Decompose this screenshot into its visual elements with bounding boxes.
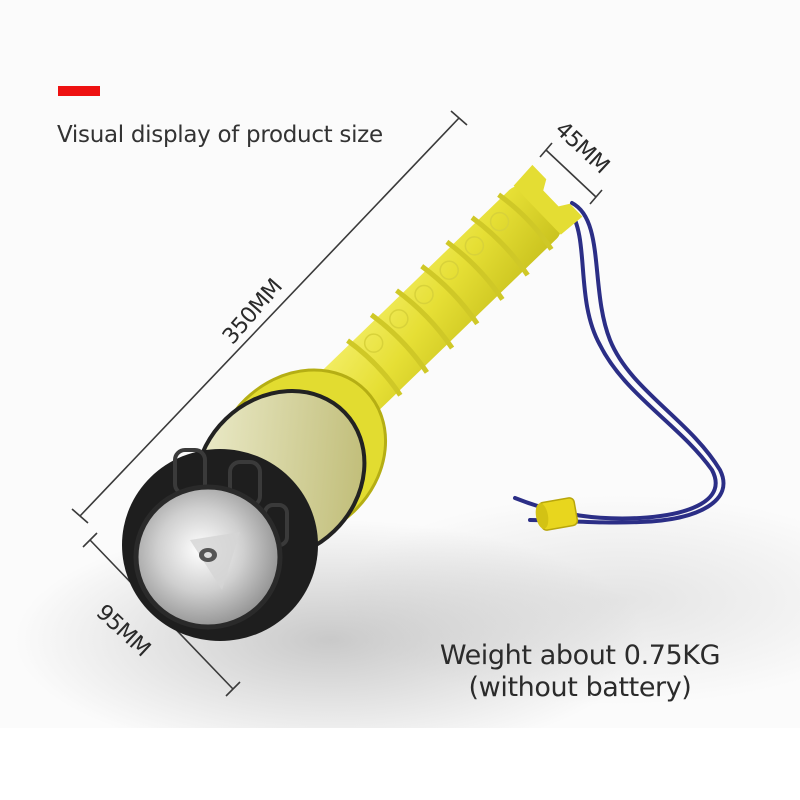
reflector (190, 532, 240, 590)
lanyard-toggle (535, 497, 579, 531)
weight-line: Weight about 0.75KG (439, 640, 721, 671)
flashlight-head (122, 368, 388, 641)
tail-dimension-line (545, 149, 597, 198)
weight-note: (without battery) (468, 672, 692, 703)
background-bottom (0, 728, 800, 800)
lanyard (513, 201, 726, 525)
red-accent-bar (58, 86, 100, 96)
page-title: Visual display of product size (57, 122, 383, 148)
weight-info: Weight about 0.75KG (without battery) (410, 640, 750, 704)
length-dimension-line (79, 117, 460, 517)
